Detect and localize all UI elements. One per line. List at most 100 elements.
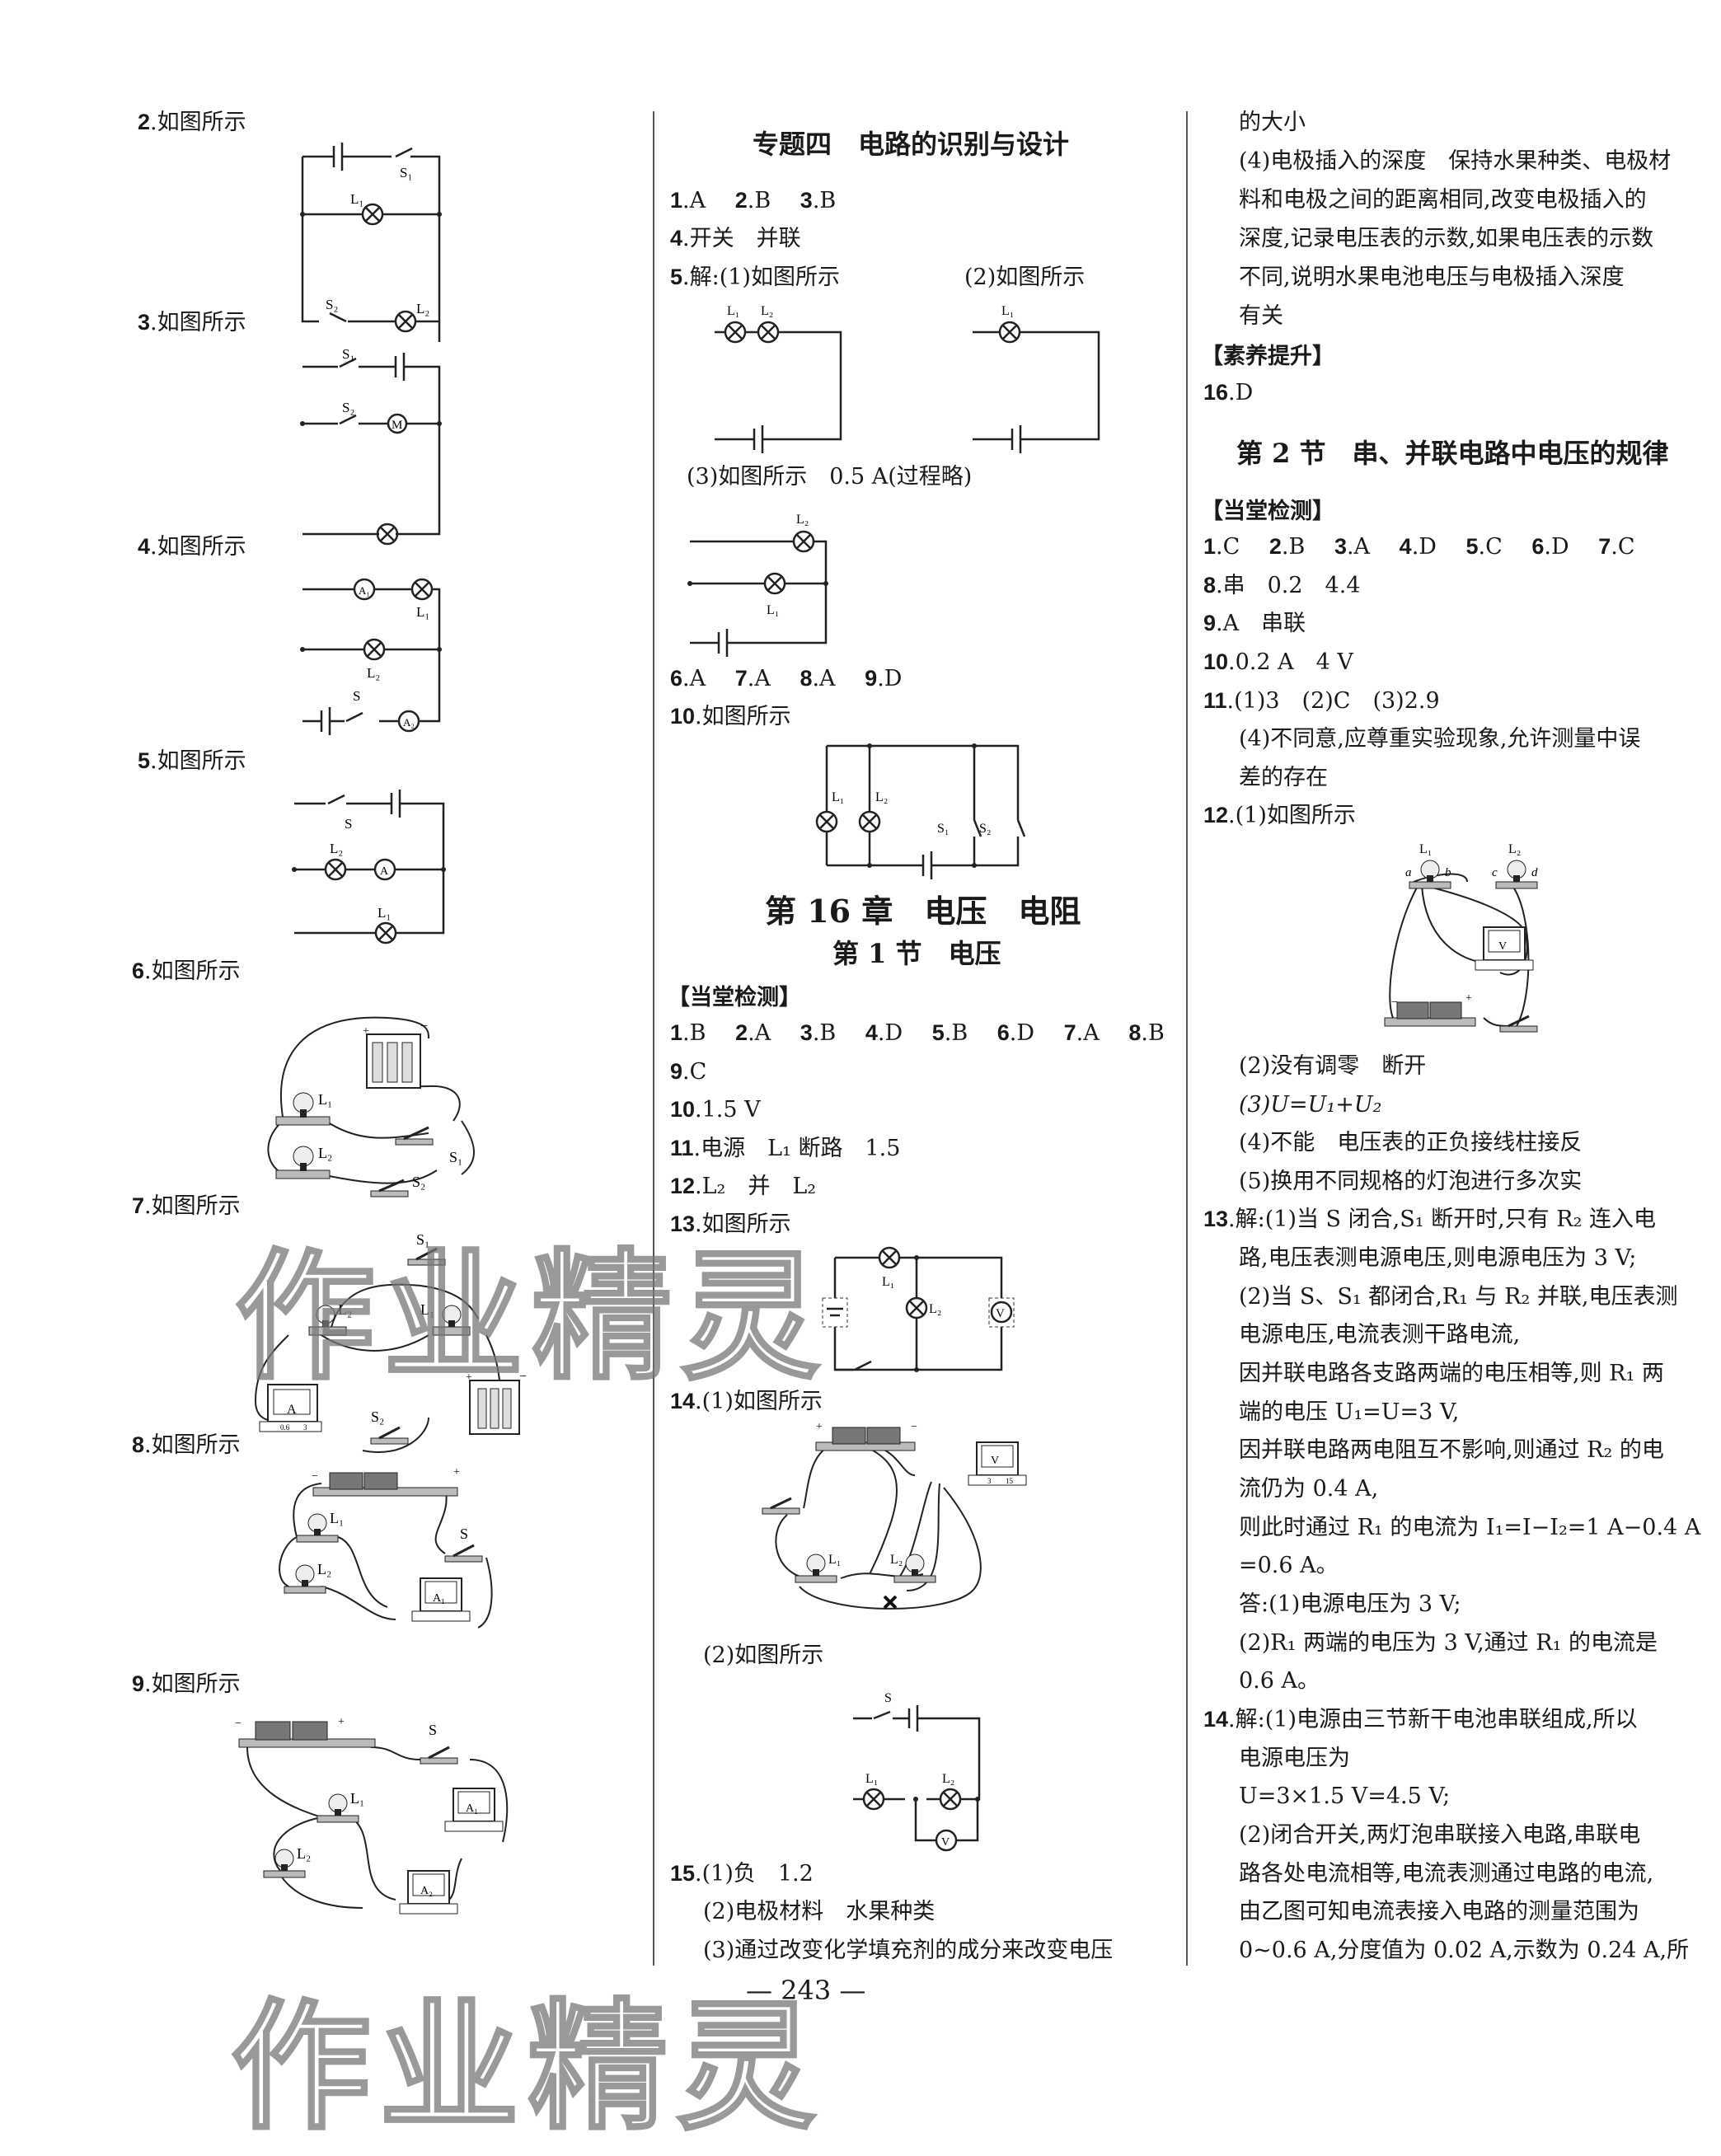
circuit-diagram-q2: S₁ L₁ S₂ L₂ xyxy=(300,143,442,342)
svg-text:L₂: L₂ xyxy=(1508,842,1521,856)
svg-text:3: 3 xyxy=(987,1477,992,1485)
svg-text:S: S xyxy=(429,1722,437,1738)
answer-line: 11.电源 L₁ 断路 1.5 xyxy=(670,1136,901,1161)
answer-line: 由乙图可知电流表接入电路的测量范围为 xyxy=(1239,1899,1639,1924)
svg-text:L₁: L₁ xyxy=(767,603,779,617)
answer-line: 1.B 2.A 3.B 4.D 5.B 6.D 7.A 8.B xyxy=(670,1020,1165,1046)
answer-line: 答:(1)电源电压为 3 V; xyxy=(1239,1591,1461,1617)
svg-text:S: S xyxy=(353,688,360,704)
svg-text:S₁: S₁ xyxy=(400,165,412,180)
answer-item: 3.如图所示 xyxy=(138,310,246,335)
answer-line: (2)如图所示 xyxy=(964,265,1086,290)
section-tag: 【当堂检测】 xyxy=(668,985,801,1010)
svg-text:S: S xyxy=(884,1691,892,1705)
svg-text:V: V xyxy=(941,1836,950,1849)
answer-line: 因并联电路各支路两端的电压相等,则 R₁ 两 xyxy=(1239,1361,1664,1386)
answer-item: 8.如图所示 xyxy=(132,1432,241,1458)
answer-line: 10.0.2 A 4 V xyxy=(1203,649,1353,675)
circuit-diagram-q14-2: V S L₁ L₂ xyxy=(853,1691,981,1852)
answer-item: 7.如图所示 xyxy=(132,1193,241,1219)
answer-line: 9.A 串联 xyxy=(1203,611,1306,636)
svg-text:L₁: L₁ xyxy=(350,191,363,207)
answer-line: (2)闭合开关,两灯泡串联接入电路,串联电 xyxy=(1239,1822,1641,1848)
answer-line: 1.A 2.B 3.B xyxy=(670,188,837,213)
svg-text:L₂: L₂ xyxy=(317,1561,331,1577)
answer-line: (2)R₁ 两端的电压为 3 V,通过 R₁ 的电流是 xyxy=(1239,1630,1658,1656)
svg-text:L₁: L₁ xyxy=(1419,842,1432,856)
svg-text:L₂: L₂ xyxy=(929,1302,941,1316)
answer-line: 13.解:(1)当 S 闭合,S₁ 断开时,只有 R₂ 连入电 xyxy=(1203,1207,1657,1232)
circuit-diagram-q13: V L₁ L₂ xyxy=(822,1246,1015,1372)
text-line: 的大小 xyxy=(1239,110,1306,135)
answer-line: (2)如图所示 xyxy=(703,1643,824,1668)
svg-text:S: S xyxy=(345,816,352,832)
answer-line: (3)通过改变化学填充剂的成分来改变电压 xyxy=(703,1938,1114,1963)
svg-text:L₁: L₁ xyxy=(377,905,391,921)
wiring-diagram-q8: − + L₁ L₂ S A₁ xyxy=(279,1466,493,1629)
answer-line: 电源电压为 xyxy=(1239,1746,1350,1771)
svg-text:−: − xyxy=(1391,996,1398,1009)
answer-line: =0.6 A。 xyxy=(1239,1553,1339,1578)
svg-text:+: + xyxy=(338,1716,345,1728)
text-line: (4)电极插入的深度 保持水果种类、电极材 xyxy=(1239,148,1672,174)
svg-text:+: + xyxy=(363,1025,369,1038)
svg-text:+: + xyxy=(1465,992,1472,1005)
wiring-diagram-q12: L₁ L₂ a b c d V − + xyxy=(1384,842,1538,1033)
svg-text:S₂: S₂ xyxy=(979,822,991,836)
svg-text:S₂: S₂ xyxy=(342,400,354,415)
answer-line: 10.如图所示 xyxy=(670,704,791,729)
text-line: 料和电极之间的距离相同,改变电极插入的 xyxy=(1239,187,1647,213)
answer-line: 差的存在 xyxy=(1239,765,1328,790)
answer-line: 12.(1)如图所示 xyxy=(1203,803,1356,828)
answer-line: 16.D xyxy=(1203,380,1254,405)
page-number: — 243 — xyxy=(746,1975,866,2006)
svg-text:L₁: L₁ xyxy=(882,1275,894,1289)
text-line: 不同,说明水果电池电压与电极插入深度 xyxy=(1239,265,1625,290)
wiring-diagram-q9: − + S L₁ L₂ A₁ A₂ xyxy=(235,1716,509,1915)
svg-text:d: d xyxy=(1531,866,1538,879)
text-line: 深度,记录电压表的示数,如果电压表的示数 xyxy=(1239,226,1654,251)
answer-item: 5.如图所示 xyxy=(138,748,246,774)
text-line: 有关 xyxy=(1239,303,1283,329)
answer-line: 14.解:(1)电源由三节新干电池串联组成,所以 xyxy=(1203,1707,1638,1732)
answer-line: (3)如图所示 0.5 A(过程略) xyxy=(687,464,973,490)
svg-text:S₁: S₁ xyxy=(342,346,354,362)
answer-line: 11.(1)3 (2)C (3)2.9 xyxy=(1203,688,1440,714)
svg-text:L₁: L₁ xyxy=(865,1772,878,1786)
watermark: 作业精灵 xyxy=(229,1985,825,2151)
answer-line: 14.(1)如图所示 xyxy=(670,1389,823,1414)
svg-text:L₂: L₂ xyxy=(890,1553,903,1567)
answer-line: 端的电压 U₁=U=3 V, xyxy=(1239,1399,1460,1425)
svg-text:L₂: L₂ xyxy=(367,665,380,681)
svg-text:−: − xyxy=(312,1470,318,1483)
answer-line: (5)换用不同规格的灯泡进行多次实 xyxy=(1239,1169,1583,1194)
circuit-diagram-q5-2: L₁ xyxy=(973,304,1100,453)
answer-line: (3)U=U₁+U₂ xyxy=(1239,1092,1382,1118)
svg-text:S₂: S₂ xyxy=(412,1174,425,1190)
answer-line: 因并联电路两电阻互不影响,则通过 R₂ 的电 xyxy=(1239,1437,1664,1463)
circuit-diagram-q5-3: L₂ L₁ xyxy=(687,513,828,657)
answer-line: 1.C 2.B 3.A 4.D 5.C 6.D 7.C xyxy=(1203,534,1635,560)
svg-text:A₁: A₁ xyxy=(466,1802,478,1815)
answer-line: (2)电极材料 水果种类 xyxy=(703,1899,936,1924)
svg-text:L₁: L₁ xyxy=(350,1790,364,1807)
svg-text:a: a xyxy=(1405,866,1412,879)
answer-line: 电源电压,电流表测干路电流, xyxy=(1239,1322,1521,1348)
svg-text:L₂: L₂ xyxy=(875,790,888,804)
answer-line: U=3×1.5 V=4.5 V; xyxy=(1239,1783,1451,1809)
svg-text:−: − xyxy=(519,1370,527,1384)
section-tag: 【当堂检测】 xyxy=(1201,499,1334,524)
answer-item: 2.如图所示 xyxy=(138,110,246,135)
svg-text:L₁: L₁ xyxy=(832,790,844,804)
svg-text:L₁: L₁ xyxy=(1001,304,1014,318)
answer-line: (4)不能 电压表的正负接线柱接反 xyxy=(1239,1130,1583,1155)
column-divider-right xyxy=(1186,111,1188,1966)
answer-line: 4.开关 并联 xyxy=(670,226,801,251)
answer-line: 路,电压表测电源电压,则电源电压为 3 V; xyxy=(1239,1245,1637,1271)
svg-text:S: S xyxy=(460,1526,468,1542)
answer-line: 12.L₂ 并 L₂ xyxy=(670,1174,817,1199)
svg-text:V: V xyxy=(991,1455,999,1467)
svg-text:L₂: L₂ xyxy=(761,304,773,318)
circuit-diagram-q5-1: L₁ L₂ xyxy=(715,304,842,453)
svg-text:L₂: L₂ xyxy=(796,513,809,527)
